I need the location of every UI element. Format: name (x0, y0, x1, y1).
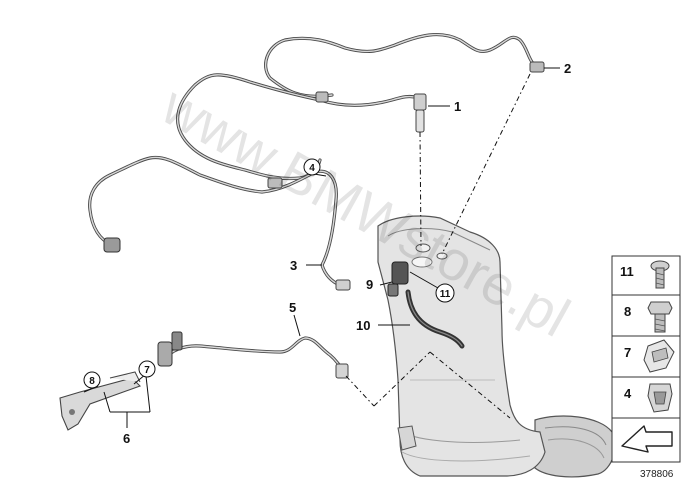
callout-11-circle: 11 (435, 283, 455, 303)
callout-7-circle: 7 (138, 360, 156, 378)
callout-7: 7 (144, 365, 150, 376)
callout-2: 2 (564, 61, 571, 76)
legend-number-4: 4 (624, 386, 632, 401)
callout-8: 8 (89, 376, 95, 387)
callout-4-circle: 4 (303, 158, 321, 176)
arrow-icon (621, 425, 673, 453)
parts-legend: 11 8 7 4 (611, 255, 681, 463)
pressure-sensor (387, 261, 465, 349)
callout-6: 6 (123, 431, 130, 446)
callout-8-circle: 8 (83, 371, 101, 389)
clip-nut-icon (643, 339, 675, 373)
callout-1: 1 (454, 99, 461, 114)
callout-9: 9 (366, 277, 373, 292)
watermark: www.BMWstore.pl (151, 73, 580, 349)
hex-bolt-icon (647, 301, 673, 333)
cable-clip-icon (647, 383, 673, 413)
sensor-cable-3 (88, 155, 351, 291)
callout-11: 11 (440, 289, 451, 300)
callout-3: 3 (290, 258, 297, 273)
diagram-number: 378806 (640, 469, 674, 480)
sensor-cable-2 (264, 33, 545, 98)
sensor-bracket (59, 371, 142, 431)
callout-4: 4 (309, 163, 315, 174)
legend-number-7: 7 (624, 345, 631, 360)
callouts: 1 2 3 4 5 6 7 8 9 10 11 (83, 61, 571, 446)
callout-10: 10 (356, 318, 370, 333)
sensor-cable-5 (157, 331, 349, 379)
sensor-cable-1 (175, 73, 427, 181)
dash-lines (345, 73, 531, 419)
callout-5: 5 (289, 300, 296, 315)
legend-number-11: 11 (620, 264, 634, 279)
legend-number-8: 8 (624, 304, 631, 319)
torx-screw-icon (650, 260, 670, 289)
